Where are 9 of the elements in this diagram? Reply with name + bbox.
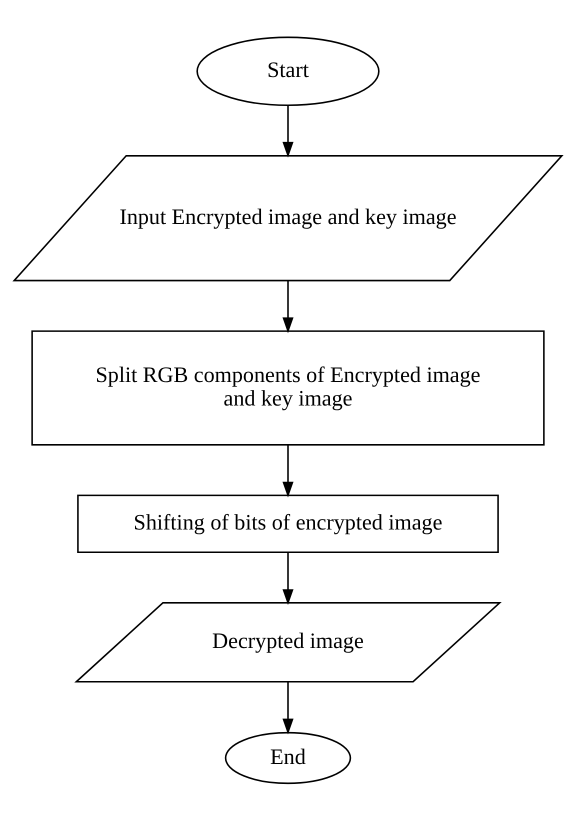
arrow [282, 682, 294, 734]
node-box: Split RGB components of Encrypted image and key image [31, 330, 545, 446]
arrow [282, 445, 294, 498]
node-ellipse: End [224, 732, 352, 784]
arrow [282, 280, 294, 334]
node-ellipse: Start [196, 36, 380, 106]
arrow [282, 552, 294, 606]
node-box: Shifting of bits of encrypted image [77, 494, 499, 554]
arrow [282, 105, 294, 158]
